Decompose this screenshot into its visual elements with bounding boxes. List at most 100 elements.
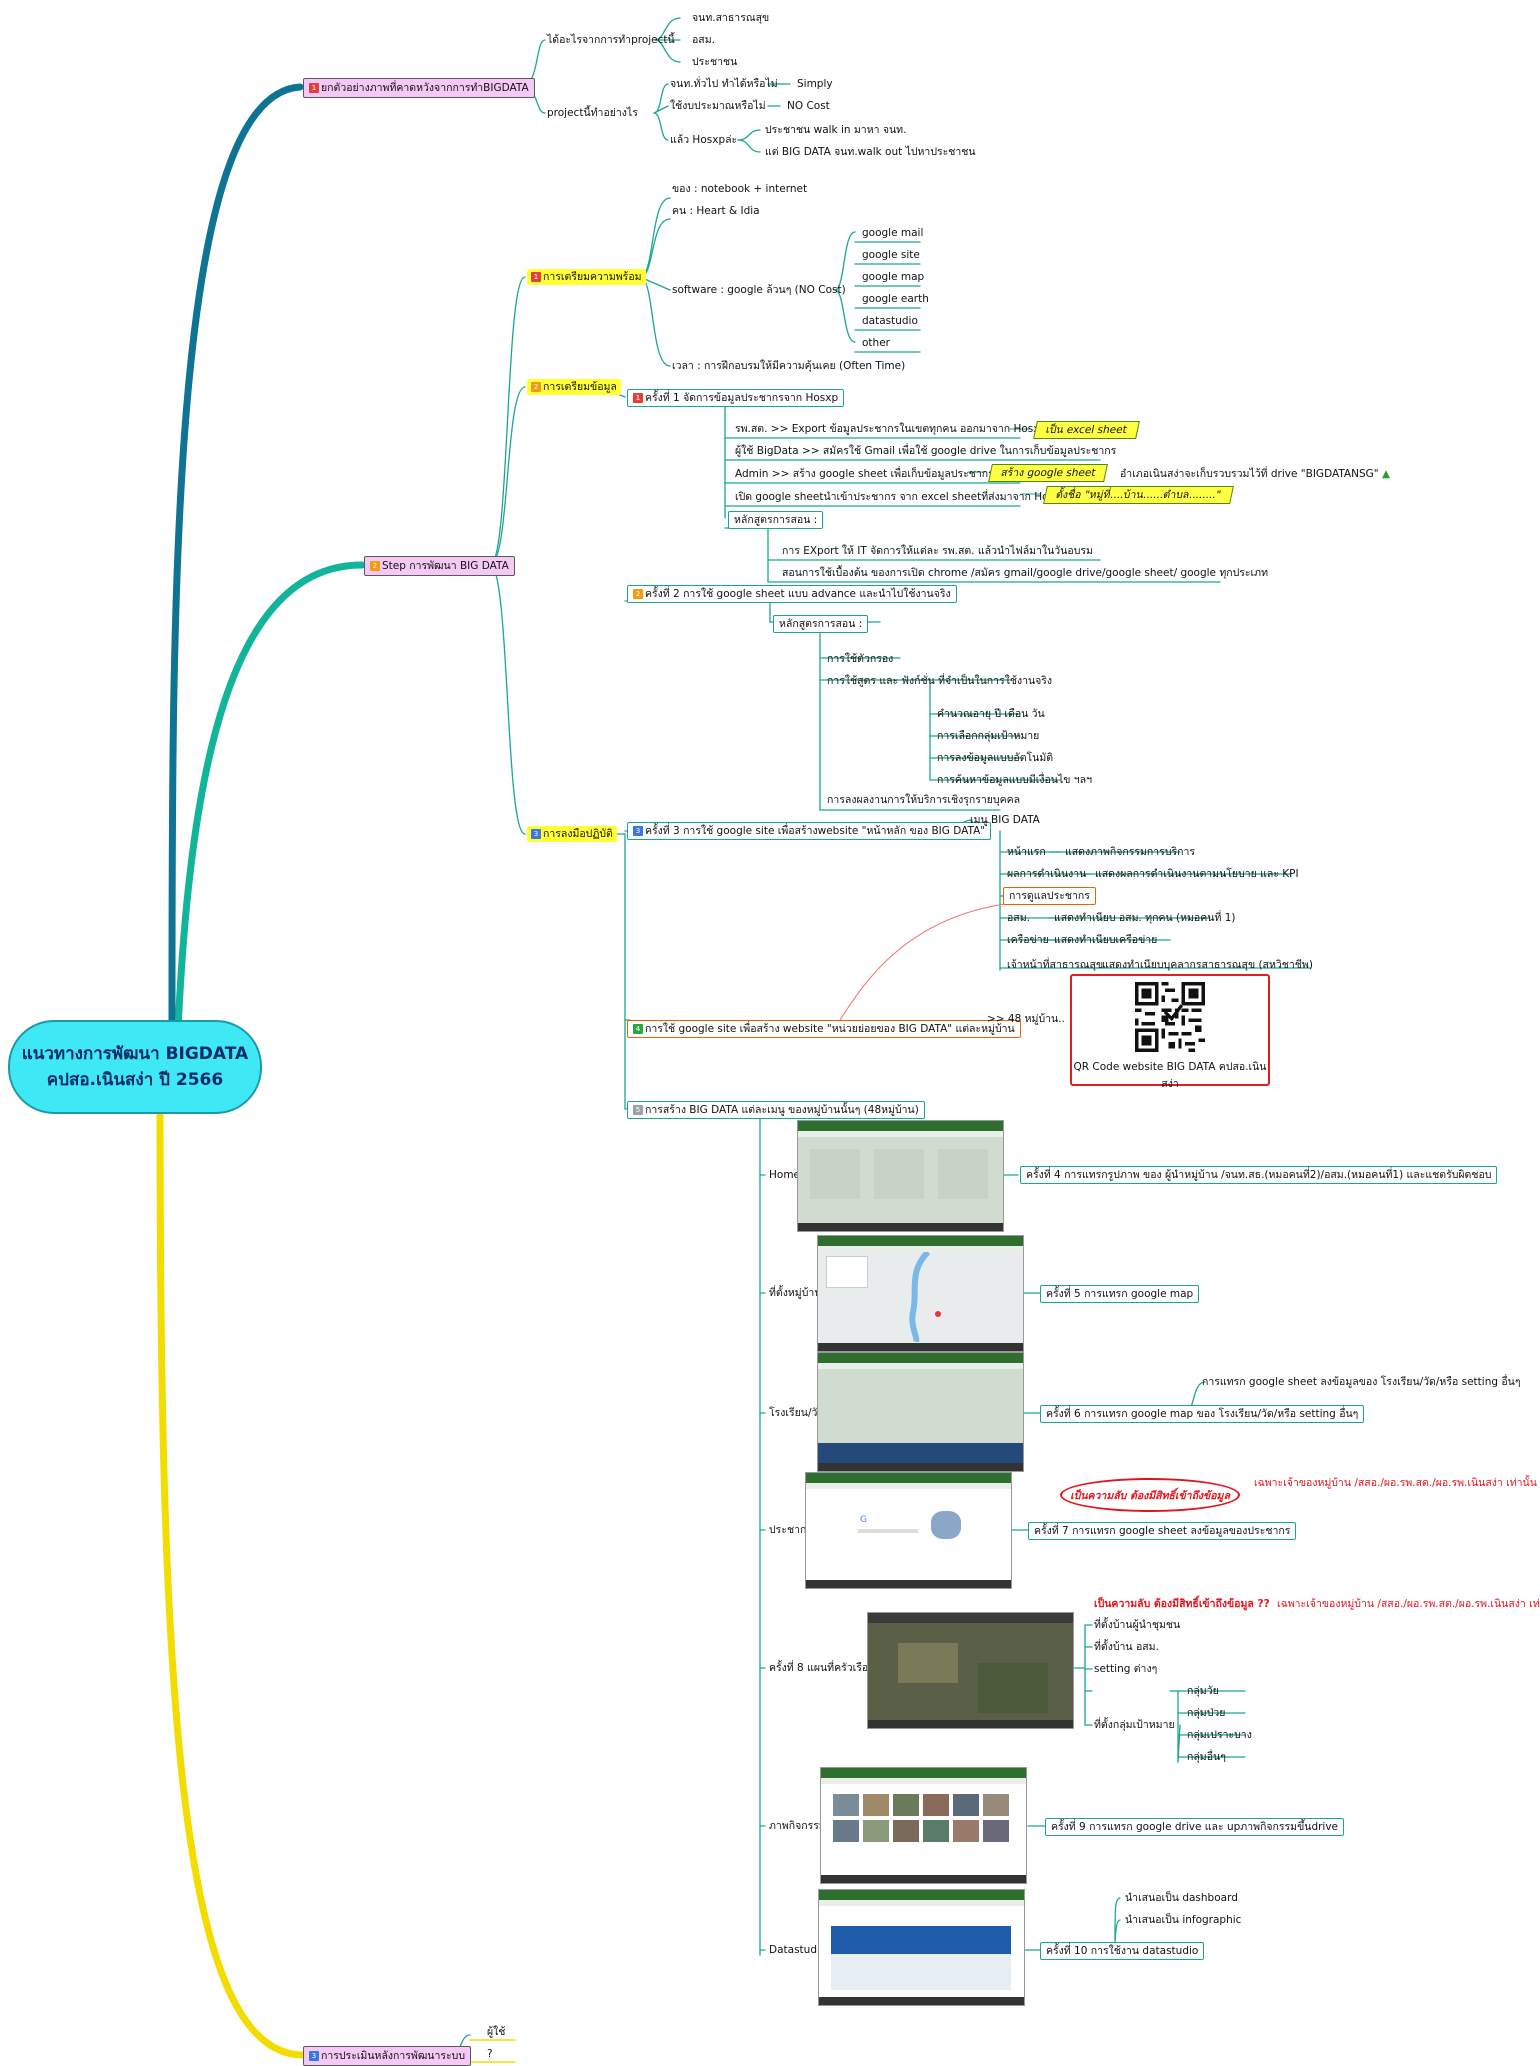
menu-note-osm[interactable]: แสดงทำเนียบ อสม. ทุกคน (หมอคนที่ 1) xyxy=(1054,912,1236,924)
node-other[interactable]: other xyxy=(862,337,890,349)
node-course-basic[interactable]: สอนการใช้เบื้องต้น ของการเปิด chrome /สม… xyxy=(782,567,1268,579)
node-conditional-search[interactable]: การค้นหาข้อมูลแบบมีเงื่อนไข ฯลฯ xyxy=(937,774,1092,786)
node-leader-house[interactable]: ที่ตั้งบ้านผู้นำชุมชน xyxy=(1094,1619,1181,1631)
node-filter[interactable]: การใช้ตัวกรอง xyxy=(827,653,894,665)
callout-create-sheet[interactable]: สร้าง google sheet xyxy=(988,464,1109,482)
menu-village-location[interactable]: ที่ตั้งหมู่บ้าน xyxy=(769,1287,822,1299)
node-menu[interactable]: เมนู BIG DATA xyxy=(970,814,1040,826)
menu-datastudio[interactable]: Datastudio xyxy=(769,1944,827,1956)
menu-note-performance[interactable]: แสดงผลการดำเนินงานตามนโยบาย และ KPI xyxy=(1095,868,1299,880)
node-walkin[interactable]: ประชาชน walk in มาหา จนท. xyxy=(765,124,907,136)
node-service-log[interactable]: การลงผลงานการให้บริการเชิงรุกรายบุคคล xyxy=(827,794,1021,806)
node-auto-entry[interactable]: การลงข้อมูลแบบอัตโนมัติ xyxy=(937,752,1054,764)
node-google-mail[interactable]: google mail xyxy=(862,227,924,239)
node-school-sheet[interactable]: การแทรก google sheet ลงข้อมูลของ โรงเรีย… xyxy=(1202,1376,1521,1388)
map-river-icon xyxy=(909,1252,941,1342)
node-prep-time[interactable]: เวลา : การฝึกอบรมให้มีความคุ้นเคย (Often… xyxy=(672,360,906,372)
node-step-export[interactable]: รพ.สต. >> Export ข้อมูลประชากรในเขตทุกคน… xyxy=(735,423,1047,435)
node-group-vulnerable[interactable]: กลุ่มเปราะบาง xyxy=(1187,1729,1252,1741)
node-benefit-staff[interactable]: จนท.สาธารณสุข xyxy=(692,12,770,24)
node-dashboard[interactable]: นำเสนอเป็น dashboard xyxy=(1125,1892,1238,1904)
node-step-import[interactable]: เปิด google sheetนำเข้าประชากร จาก excel… xyxy=(735,491,1067,503)
node-group-other[interactable]: กลุ่มอื่นๆ xyxy=(1187,1751,1226,1763)
node-benefit-people[interactable]: ประชาชน xyxy=(692,56,738,68)
node-step-gmail[interactable]: ผู้ใช้ BigData >> สมัครใช้ Gmail เพื่อใช… xyxy=(735,445,1117,457)
node-prep-software[interactable]: software : google ล้วนๆ (NO Cost) xyxy=(672,284,846,296)
node-48-villages[interactable]: >> 48 หมู่บ้าน.. xyxy=(987,1013,1065,1025)
node-age-calc[interactable]: คำนวณอายุ ปี เดือน วัน xyxy=(937,708,1045,720)
qr-code-card[interactable]: QR Code website BIG DATA คปสอ.เนินสง่า xyxy=(1070,974,1270,1090)
node-simply[interactable]: Simply xyxy=(797,78,833,90)
menu-note-health-staff[interactable]: แสดงทำเนียบบุคลากรสาธารณสุข (สหวิชาชีพ) xyxy=(1102,959,1313,971)
node-prep-hardware[interactable]: ของ : notebook + internet xyxy=(672,183,808,195)
menu-item-home[interactable]: หน้าแรก xyxy=(1007,846,1046,858)
node-benefits[interactable]: ได้อะไรจากการทำprojectนี้ xyxy=(547,34,675,46)
node-round9[interactable]: ครั้งที่ 9 การแทรก google drive และ upภา… xyxy=(1045,1818,1345,1836)
node-datastudio[interactable]: datastudio xyxy=(862,315,918,327)
node-infographic[interactable]: นำเสนอเป็น infographic xyxy=(1125,1914,1242,1926)
node-google-site[interactable]: google site xyxy=(862,249,920,261)
screenshot-datastudio xyxy=(818,1889,1025,2006)
menu-home-label[interactable]: Home xyxy=(769,1169,801,1181)
node-round6[interactable]: ครั้งที่ 6 การแทรก google map ของ โรงเรี… xyxy=(1040,1405,1365,1423)
node-drive-note[interactable]: อำเภอเนินสง่าจะเก็บรวบรวมไว้ที่ drive "B… xyxy=(1120,468,1391,480)
node-formula[interactable]: การใช้สูตร และ ฟังก์ชั่น ที่จำเป็นในการใ… xyxy=(827,675,1053,687)
node-prep-people[interactable]: คน : Heart & Idia xyxy=(672,205,760,217)
menu-item-osm[interactable]: อสม. xyxy=(1007,912,1030,924)
menu-item-performance[interactable]: ผลการดำเนินงาน xyxy=(1007,868,1087,880)
menu-item-population-care[interactable]: การดูแลประชากร xyxy=(1003,887,1096,905)
node-round4-images[interactable]: ครั้งที่ 4 การแทรกรูปภาพ ของ ผู้นำหมู่บ้… xyxy=(1020,1166,1498,1184)
node-how-hosxp[interactable]: แล้ว Hosxpล่ะ xyxy=(670,134,738,146)
node-round5-map[interactable]: ครั้งที่ 5 การแทรก google map xyxy=(1040,1285,1200,1303)
node-course2[interactable]: หลักสูตรการสอน : xyxy=(773,615,869,633)
menu-activity-photos[interactable]: ภาพกิจกรรม xyxy=(769,1820,826,1832)
menu-note-network[interactable]: แสดงทำเนียบเครือข่าย xyxy=(1054,934,1158,946)
google-logo-icon: G xyxy=(860,1515,867,1525)
node-how-general[interactable]: จนท.ทั่วไป ทำได้หรือไม่ xyxy=(670,78,778,90)
menu-household-map[interactable]: ครั้งที่ 8 แผนที่ครัวเรือน xyxy=(769,1662,876,1674)
node-course1[interactable]: หลักสูตรการสอน : xyxy=(728,511,824,529)
node-how-budget[interactable]: ใช้งบประมาณหรือไม่ xyxy=(670,100,766,112)
node-group-age[interactable]: กลุ่มวัย xyxy=(1187,1685,1219,1697)
qr-caption: QR Code website BIG DATA คปสอ.เนินสง่า xyxy=(1073,1061,1267,1090)
menu-note-home[interactable]: แสดงภาพกิจกรรมการบริการ xyxy=(1065,846,1196,858)
callout-excel-sheet[interactable]: เป็น excel sheet xyxy=(1033,421,1140,439)
menu-item-network[interactable]: เครือข่าย xyxy=(1007,934,1049,946)
node-question[interactable]: ? xyxy=(487,2048,493,2060)
node-round7[interactable]: ครั้งที่ 7 การแทรก google sheet ลงข้อมูล… xyxy=(1028,1522,1297,1540)
node-round10[interactable]: ครั้งที่ 10 การใช้งาน datastudio xyxy=(1040,1942,1205,1960)
secret-note-population: เฉพาะเจ้าของหมู่บ้าน /สสอ./ผอ.รพ.สต./ผอ.… xyxy=(1254,1477,1537,1489)
menu-item-health-staff[interactable]: เจ้าหน้าที่สาธารณสุข xyxy=(1007,959,1104,971)
callout-naming[interactable]: ตั้งชื่อ "หมู่ที่....บ้าน......ตำบล.....… xyxy=(1043,486,1234,504)
menu-school-temple[interactable]: โรงเรียน/วัด xyxy=(769,1407,825,1419)
secret-label-household: เป็นความลับ ต้องมีสิทธิ์เข้าถึงข้อมูล ?? xyxy=(1094,1598,1270,1610)
node-benefit-osm[interactable]: อสม. xyxy=(692,34,715,46)
node-osm-house[interactable]: ที่ตั้งบ้าน อสม. xyxy=(1094,1641,1159,1653)
node-target-location[interactable]: ที่ตั้งกลุ่มเป้าหมาย xyxy=(1094,1719,1175,1731)
node-nocost[interactable]: NO Cost xyxy=(787,100,830,112)
node-step-admin[interactable]: Admin >> สร้าง google sheet เพื่อเก็บข้อ… xyxy=(735,468,994,480)
node-how[interactable]: projectนี้ทำอย่างไร xyxy=(547,107,638,119)
node-group-sick[interactable]: กลุ่มป่วย xyxy=(1187,1707,1226,1719)
node-settings[interactable]: setting ต่างๆ xyxy=(1094,1663,1158,1675)
node-google-earth[interactable]: google earth xyxy=(862,293,929,305)
node-target-select[interactable]: การเลือกกลุ่มเป้าหมาย xyxy=(937,730,1040,742)
root-node[interactable]: แนวทางการพัฒนา BIGDATA คปสอ.เนินสง่า ปี … xyxy=(8,1020,262,1114)
node-course-export[interactable]: การ EXport ให้ IT จัดการให้แต่ละ รพ.สต. … xyxy=(782,545,1093,557)
menu-population[interactable]: ประชากร xyxy=(769,1524,812,1536)
node-walkout[interactable]: แต่ BIG DATA จนท.walk out ไปหาประชาชน xyxy=(765,146,976,158)
node-users[interactable]: ผู้ใช้ xyxy=(487,2026,506,2038)
qr-code-icon xyxy=(1135,982,1205,1052)
node-google-map[interactable]: google map xyxy=(862,271,925,283)
